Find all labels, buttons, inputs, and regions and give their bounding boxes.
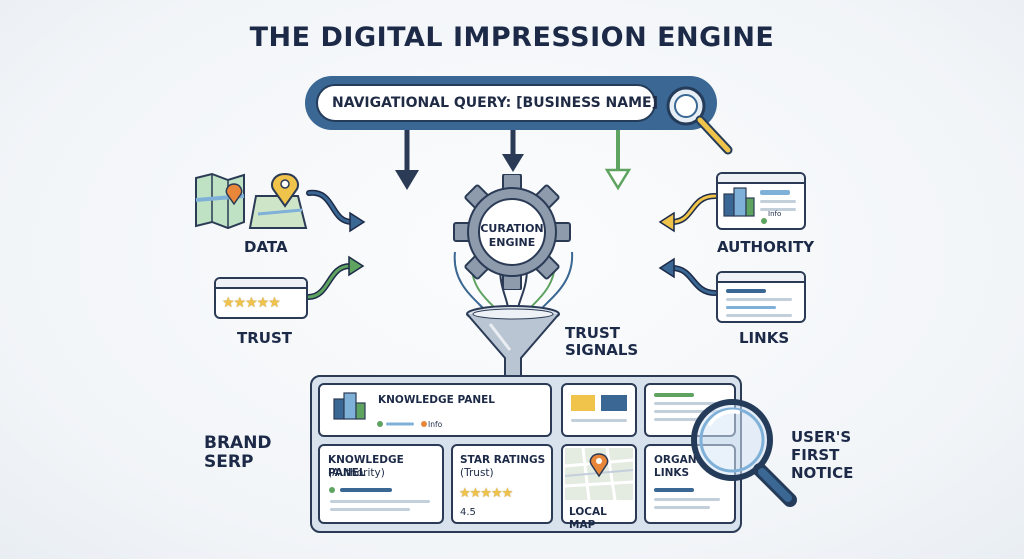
organic-links-title-line2: LINKS bbox=[654, 467, 690, 479]
brand-serp-label-line2: SERP bbox=[204, 452, 254, 472]
local-map-title: LOCAL MAP bbox=[569, 506, 607, 531]
search-input[interactable]: NAVIGATIONAL QUERY: [BUSINESS NAME] bbox=[316, 84, 658, 122]
knowledge-panel-card[interactable]: KNOWLEDGE PANEL (Authority) bbox=[318, 444, 444, 524]
links-card-graphic bbox=[726, 289, 792, 317]
building-icon bbox=[333, 392, 366, 420]
map-icon bbox=[564, 447, 634, 501]
knowledge-panel-title: KNOWLEDGE PANEL bbox=[328, 454, 404, 479]
local-map-card[interactable]: LOCAL MAP bbox=[561, 444, 637, 531]
funnel-label: TRUST SIGNALS bbox=[565, 325, 638, 359]
star-ratings-subtitle: (Trust) bbox=[460, 467, 494, 479]
down-arrow-center bbox=[502, 130, 524, 172]
authority-label: AUTHORITY bbox=[717, 238, 815, 256]
magnifier-icon bbox=[691, 399, 797, 507]
star-rating-icon: ★★★★★ bbox=[214, 277, 308, 319]
star-ratings-title: STAR RATINGS bbox=[460, 454, 546, 466]
authority-arrow bbox=[658, 193, 718, 233]
magnifier-icon[interactable] bbox=[660, 80, 740, 160]
engine-label: CURATION ENGINE bbox=[472, 222, 552, 250]
knowledge-panel-subtitle: (Authority) bbox=[328, 467, 385, 479]
browser-icon bbox=[716, 271, 806, 323]
star-rating-icon: ★★★★★ bbox=[459, 486, 513, 501]
links-arrow bbox=[658, 257, 718, 296]
funnel-label-line2: SIGNALS bbox=[565, 341, 639, 359]
serp-image-graphic bbox=[571, 395, 627, 422]
authority-badge: Info bbox=[768, 210, 782, 218]
notice-line3: NOTICE bbox=[791, 464, 854, 482]
user-first-notice-label: USER'S FIRST NOTICE bbox=[791, 428, 853, 482]
star-ratings-value: 4.5 bbox=[460, 507, 476, 518]
notice-line2: FIRST bbox=[791, 446, 840, 464]
star-rating-stars: ★★★★★ bbox=[222, 295, 281, 311]
engine-label-line2: ENGINE bbox=[488, 236, 536, 249]
trust-label: TRUST bbox=[237, 329, 292, 347]
data-label: DATA bbox=[244, 238, 288, 256]
star-ratings-card[interactable]: STAR RATINGS (Trust) ★★★★★ 4.5 bbox=[451, 444, 553, 524]
data-arrow bbox=[306, 189, 366, 233]
knowledge-panel-top-title: KNOWLEDGE PANEL bbox=[378, 394, 495, 406]
down-arrow-left bbox=[395, 130, 419, 190]
serp-image-card[interactable] bbox=[561, 383, 637, 437]
trust-arrow bbox=[306, 255, 365, 300]
knowledge-panel-lines bbox=[329, 487, 430, 511]
knowledge-panel-top-badge: Info bbox=[428, 420, 443, 429]
notice-line1: USER'S bbox=[791, 428, 852, 446]
brand-serp-label-line1: BRAND bbox=[204, 433, 272, 453]
engine-label-line1: CURATION bbox=[480, 222, 544, 235]
down-arrow-right bbox=[604, 130, 632, 191]
knowledge-panel-top-card[interactable]: KNOWLEDGE PANEL Info bbox=[318, 383, 552, 437]
organic-links-title-line1: ORGANI bbox=[654, 454, 701, 466]
links-label: LINKS bbox=[739, 329, 790, 347]
authority-card-graphic bbox=[723, 187, 796, 224]
funnel-icon bbox=[466, 305, 560, 385]
brand-serp-label: BRAND SERP bbox=[204, 434, 272, 472]
building-icon bbox=[716, 172, 806, 230]
map-icon bbox=[195, 172, 308, 230]
knowledge-panel-top-lines bbox=[377, 421, 427, 427]
page-title: THE DIGITAL IMPRESSION ENGINE bbox=[249, 22, 775, 53]
funnel-label-line1: TRUST bbox=[565, 324, 620, 342]
organic-links-title: ORGANI LINKS bbox=[654, 454, 700, 480]
gear-icon bbox=[453, 174, 571, 290]
organic-links-lines bbox=[654, 488, 720, 509]
